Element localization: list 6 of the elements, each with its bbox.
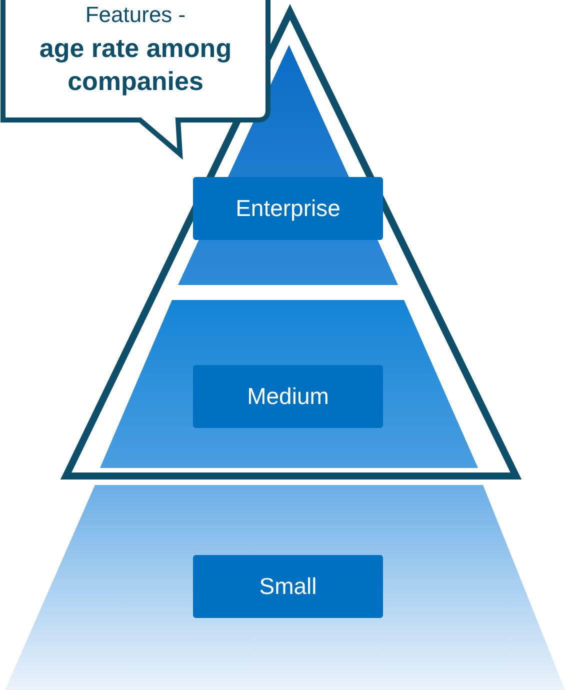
- callout-heading: age rate among companies: [38, 32, 233, 98]
- tier-label: Small: [193, 555, 383, 618]
- callout-text: Features -: [84, 2, 187, 28]
- speech-bubble: [0, 0, 272, 160]
- tier-label: Medium: [193, 365, 383, 428]
- tier-label: Enterprise: [193, 177, 383, 240]
